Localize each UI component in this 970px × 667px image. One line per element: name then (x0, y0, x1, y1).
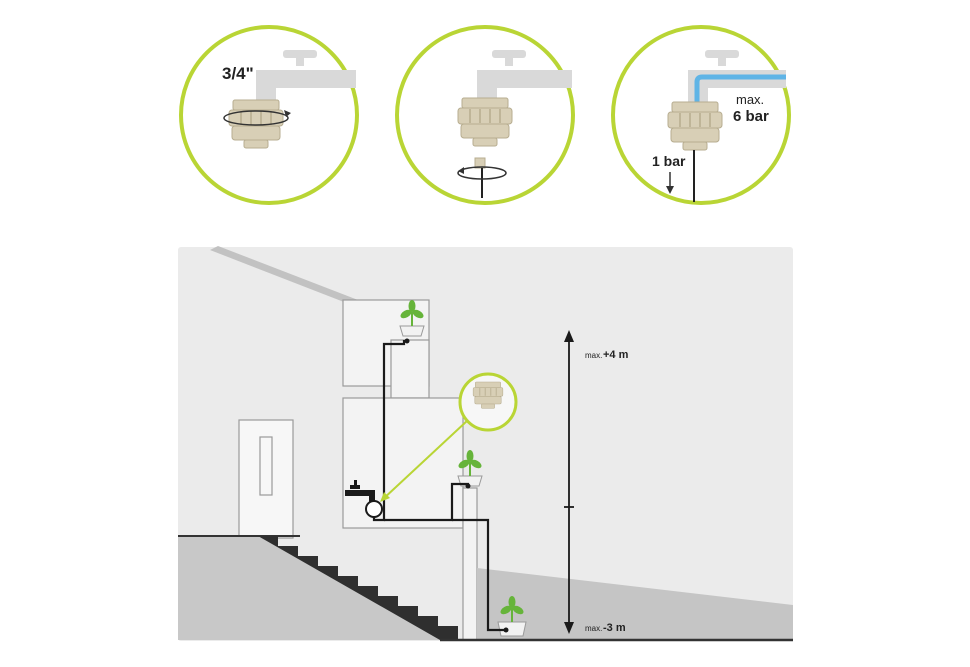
upper-balcony (390, 339, 430, 399)
faucet-icon (477, 50, 572, 102)
lower-wall (342, 397, 464, 529)
down-arrow-icon (666, 172, 674, 194)
emitter-dot (465, 483, 471, 489)
house-scene: max. +4 m max. -3 m (178, 246, 793, 642)
retaining-wall (462, 487, 478, 641)
max-height-prefix: max. (585, 351, 602, 360)
step-3-panel: max. 6 bar 1 bar (611, 25, 791, 205)
min-pressure-value: 1 bar (652, 153, 686, 169)
max-depth-value: -3 m (603, 622, 626, 634)
max-pressure-prefix: max. (736, 92, 764, 107)
callout-line (381, 419, 469, 501)
door-window (259, 436, 273, 496)
upper-ground (178, 536, 460, 640)
drip-tube-lower (452, 518, 504, 632)
thread-size-label: 3/4" (222, 64, 254, 83)
plant-pot-top (398, 299, 426, 337)
step-1-panel: 3/4" (179, 25, 359, 205)
emitter-dot (404, 338, 410, 344)
rotate-arrow-icon (457, 166, 507, 180)
max-pressure-value: 6 bar (733, 108, 769, 125)
faucet-icon (256, 50, 356, 102)
height-dimension-arrow (564, 330, 574, 634)
zoom-callout (458, 372, 518, 432)
roof (210, 246, 384, 316)
rotate-arrow-icon (223, 110, 291, 126)
emitter-dot (503, 627, 509, 633)
water-flow-line (694, 74, 786, 102)
scene-background (178, 247, 793, 641)
plant-pot-bottom (497, 595, 527, 637)
callout-arrowhead (380, 492, 390, 502)
lower-ground (477, 568, 793, 641)
staircase (258, 536, 458, 640)
step-2-panel (395, 25, 575, 205)
wall-faucet-icon (345, 480, 383, 518)
dripper-connector-icon (474, 157, 486, 198)
max-height-value: +4 m (603, 349, 629, 361)
max-depth-prefix: max. (585, 624, 602, 633)
